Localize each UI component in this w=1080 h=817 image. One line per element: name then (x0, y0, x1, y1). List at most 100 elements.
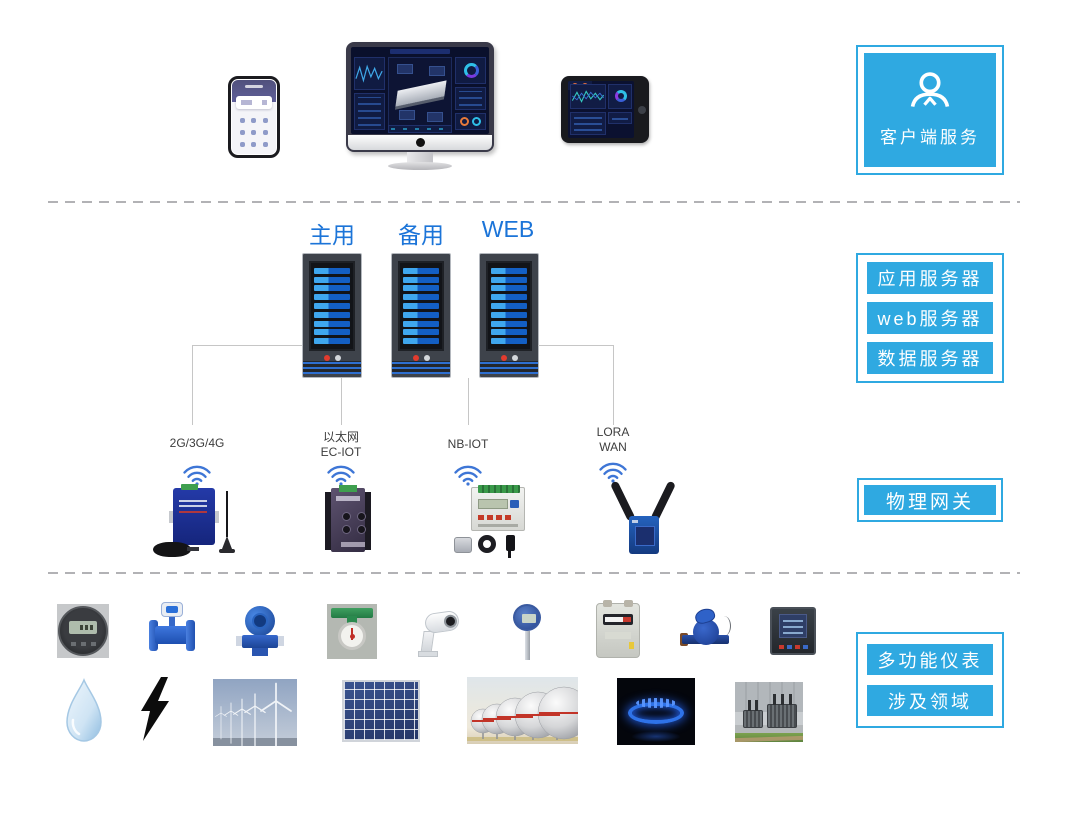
burner-ring (628, 698, 684, 724)
multifunction-meters-label: 多功能仪表 (867, 644, 993, 675)
router-body (629, 516, 659, 554)
server-base-stripes (480, 361, 538, 374)
meter-body (471, 485, 525, 531)
led-gray (511, 355, 518, 361)
gas-flame-icon (617, 678, 695, 745)
server-leds (303, 355, 361, 361)
led-red (323, 355, 330, 361)
tablet-bar-list-panel (570, 112, 606, 135)
phone-screen (232, 80, 276, 154)
digital-panel-meter-icon (770, 607, 816, 655)
monitor-frame (346, 42, 494, 152)
tablet-stats-panel (608, 112, 632, 124)
dashboard-status-strip (388, 125, 452, 133)
tablet-home-button (638, 105, 646, 114)
network-label-lorawan: LORA WAN (596, 425, 630, 454)
web-server-label: web服务器 (867, 302, 993, 334)
wifi-icon (183, 465, 211, 486)
monitor-stand-neck (407, 152, 433, 164)
bottom-labels-box: 多功能仪表 涉及领域 (856, 632, 1004, 728)
mount-tab (214, 511, 219, 523)
lora-router-gateway (609, 480, 677, 556)
donut-chart (615, 90, 627, 102)
server-blade-panel (309, 261, 355, 351)
mobile-phone-app (228, 76, 280, 158)
lcd-display (522, 614, 536, 623)
port (342, 512, 351, 521)
desktop-dashboard-monitor (346, 42, 494, 170)
camera-body (423, 609, 461, 635)
register-display (603, 614, 633, 625)
port (357, 512, 366, 521)
wind-turbines-icon (213, 679, 297, 746)
server-leds (392, 355, 450, 361)
section-divider-bottom (48, 572, 1020, 574)
wifi-icon (599, 462, 627, 483)
machine-callout (399, 110, 415, 120)
dial-gauge (338, 622, 366, 650)
power-transformer-icon (735, 682, 803, 742)
lightning-bolt-icon (141, 677, 169, 741)
user-icon (910, 72, 950, 108)
mount-tab (169, 511, 174, 523)
flange-ear (236, 636, 242, 646)
server-primary-label: 主用 (309, 222, 355, 248)
server-base-stripes (303, 361, 361, 374)
accessories (452, 533, 532, 558)
server-backup-label: 备用 (398, 222, 444, 248)
brand-mark (510, 500, 519, 508)
network-label-ethernet: 以太网 EC-IOT (320, 430, 362, 459)
machine-3d-model (395, 80, 447, 107)
led-red (500, 355, 507, 361)
dashboard-gauge-panel (455, 113, 486, 130)
physical-gateway-fill: 物理网关 (864, 485, 996, 515)
meter-body (693, 619, 719, 645)
gauge-orange (459, 117, 469, 126)
dtu-body (173, 484, 215, 545)
temperature-transmitter-icon (513, 604, 543, 662)
heatsink-fin (365, 492, 371, 550)
cellular-dtu-gateway (150, 484, 246, 561)
pressure-transmitter-icon (236, 606, 284, 658)
cable-coil (153, 542, 199, 557)
client-service-box: 客户端服务 (856, 45, 1004, 175)
pipe-stub (347, 616, 357, 624)
heatsink-fin (325, 492, 331, 550)
machine-callout (397, 64, 413, 74)
red-text-row (478, 515, 514, 520)
port (357, 525, 366, 534)
connector-line (192, 345, 302, 346)
tablet-line-chart-panel (570, 84, 606, 109)
dashboard-line-chart-panel (354, 57, 385, 90)
server-base-stripes (392, 361, 450, 374)
wifi-icon (327, 465, 355, 486)
phone-app-card (236, 96, 272, 109)
camera-base (418, 651, 438, 657)
inlet-pipe (603, 600, 612, 607)
server-labels-box: 应用服务器 web服务器 数据服务器 (856, 253, 1004, 383)
data-server-label: 数据服务器 (867, 342, 993, 374)
physical-gateway-box: 物理网关 (857, 478, 1003, 522)
gateway-body (331, 485, 366, 552)
antenna (219, 491, 235, 553)
flange-ear (278, 636, 284, 646)
neck (169, 617, 175, 626)
machine-callout (429, 66, 445, 76)
donut-chart (464, 63, 479, 78)
network-label-nbiot: NB-IOT (447, 437, 489, 451)
machine-callout (427, 112, 443, 122)
display-head (161, 602, 183, 617)
network-label-cellular: 2G/3G/4G (169, 436, 225, 450)
phone-app-icon-grid (237, 114, 271, 150)
monitor-dashboard-screen (351, 47, 489, 134)
server-rack-backup (391, 253, 451, 378)
process-connection (252, 648, 268, 656)
transmitter-head (245, 606, 275, 636)
led-red (412, 355, 419, 361)
clamp-meter (454, 537, 472, 553)
server-rack-primary (302, 253, 362, 378)
flange (186, 620, 195, 651)
nbiot-meter-gateway (452, 483, 532, 559)
dashboard-title-bar (390, 49, 450, 54)
server-leds (480, 355, 538, 361)
